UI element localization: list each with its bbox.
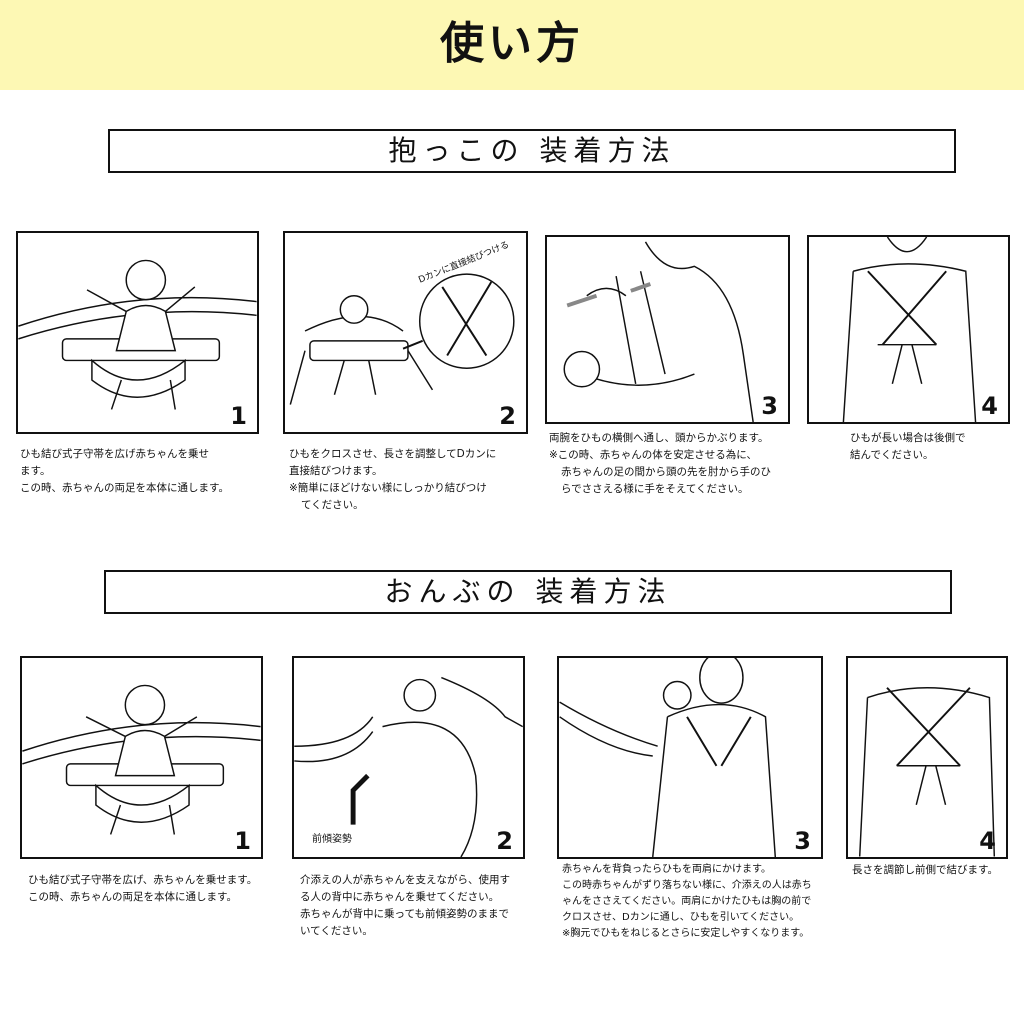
baby-on-carrier-illustration <box>18 259 257 410</box>
section-title-back: おんぶの 装着方法 <box>104 570 952 614</box>
step-number: 1 <box>230 402 247 430</box>
front-step-3-illustration: 3 <box>545 235 790 424</box>
section-title-front-text: 抱っこの 装着方法 <box>388 134 676 167</box>
page-title: 使い方 <box>440 18 584 69</box>
back-step-3-caption: 赤ちゃんを背負ったらひもを両肩にかけます。 この時赤ちゃんがずり落ちない様に、介… <box>562 864 812 939</box>
back-step-2-illustration: 前傾姿勢 2 <box>292 656 525 859</box>
lean-forward-illustration <box>294 676 523 857</box>
back-step-3-illustration: 3 <box>557 656 823 859</box>
callout-lean-forward: 前傾姿勢 <box>312 834 352 845</box>
section-title-back-text: おんぶの 装着方法 <box>384 575 672 608</box>
step-number: 2 <box>499 402 516 430</box>
back-step-1-illustration: 1 <box>20 656 263 859</box>
tie-dring-illustration <box>289 273 515 405</box>
step-number: 1 <box>234 827 251 855</box>
front-step-2-caption: ひもをクロスさせ、長さを調整してDカンに 直接結びつけます。 ※簡単にほどけない… <box>289 448 497 511</box>
step-number: 3 <box>761 392 778 420</box>
front-step-4-caption: ひもが長い場合は後側で 結んでください。 <box>850 432 966 461</box>
step-number: 4 <box>979 827 996 855</box>
front-step-4-illustration: 4 <box>807 235 1010 424</box>
back-step-1-caption: ひも結び式子守帯を広げ、赤ちゃんを乗せます。 この時、赤ちゃんの両足を本体に通し… <box>28 874 258 903</box>
back-step-4-caption: 長さを調節し前側で結びます。 <box>852 864 998 876</box>
front-step-1-illustration: 1 <box>16 231 259 434</box>
back-step-4-illustration: 4 <box>846 656 1008 859</box>
front-step-2-illustration: Dカンに直接結びつける 2 <box>283 231 528 434</box>
put-on-carrier-illustration <box>563 241 754 422</box>
strap-over-shoulders-illustration <box>559 658 777 857</box>
front-step-1-caption: ひも結び式子守帯を広げ赤ちゃんを乗せ ます。 この時、赤ちゃんの両足を本体に通し… <box>20 448 229 494</box>
step-number: 3 <box>794 827 811 855</box>
section-title-front: 抱っこの 装着方法 <box>108 129 956 173</box>
step-number: 4 <box>981 392 998 420</box>
back-tie-illustration <box>842 237 977 422</box>
baby-on-carrier-illustration <box>22 684 261 835</box>
page-header: 使い方 <box>0 0 1024 90</box>
step-number: 2 <box>496 827 513 855</box>
front-tie-illustration <box>858 687 996 857</box>
front-step-3-caption: 両腕をひもの横側へ通し、頭からかぶります。 ※この時、赤ちゃんの体を安定させる為… <box>549 432 771 495</box>
back-step-2-caption: 介添えの人が赤ちゃんを支えながら、使用す る人の背中に赤ちゃんを乗せてください。… <box>300 874 510 937</box>
